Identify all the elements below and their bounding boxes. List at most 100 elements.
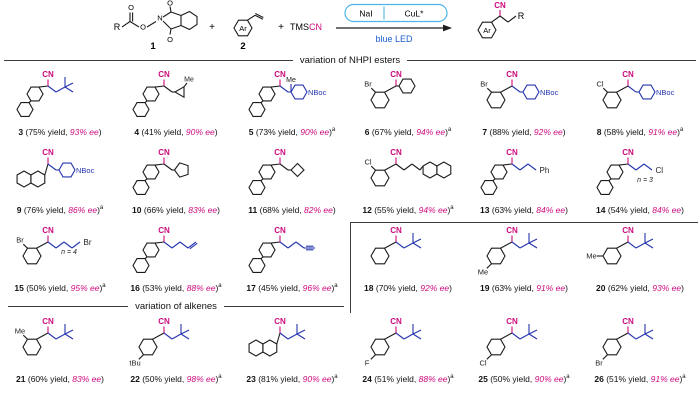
compound-caption: 26 (51% yield, 91% ee)a xyxy=(582,374,698,384)
compound-structure: CN xyxy=(16,70,74,117)
yield-text: (70% yield, xyxy=(373,283,421,293)
compound-caption: 25 (50% yield, 90% ee)a xyxy=(466,374,582,384)
compound-caption: 7 (88% yield, 92% ee) xyxy=(466,127,582,137)
svg-text:CN: CN xyxy=(274,70,286,79)
svg-text:CN: CN xyxy=(390,70,402,79)
yield-text: (41% yield, xyxy=(139,127,186,137)
yield-text: (75% yield, xyxy=(23,127,70,137)
divider-line xyxy=(407,59,697,61)
ee-text: 96% ee xyxy=(302,283,332,293)
footnote-marker: a xyxy=(447,127,452,134)
compound-structure: CN xyxy=(248,226,315,273)
ee-text: 84% ee xyxy=(536,205,566,215)
svg-text:Cl: Cl xyxy=(479,359,486,368)
ee-text: 93% ee xyxy=(69,127,99,137)
compound-number: 11 xyxy=(248,205,258,215)
svg-text:F: F xyxy=(365,359,370,368)
compound-2-label: 2 xyxy=(240,41,245,52)
close-paren: ) xyxy=(563,374,567,384)
compound-grid: variation of alkenes CN 3 (75% yield, 93… xyxy=(2,66,698,398)
close-paren: ) xyxy=(331,374,335,384)
close-paren: ) xyxy=(214,127,218,137)
svg-text:CN: CN xyxy=(158,317,170,326)
imide-oxygen-bottom-label: O xyxy=(167,35,173,44)
compound-number: 5 xyxy=(248,127,254,137)
product-structure: Ar CN R xyxy=(477,1,525,39)
ee-text: 93% ee xyxy=(652,283,682,293)
ee-text: 82% ee xyxy=(304,205,333,215)
plus-sign: + xyxy=(209,22,215,33)
compound-caption: 5 (73% yield, 90% ee)a xyxy=(234,127,350,137)
divider-line xyxy=(223,306,345,307)
compound-number: 18 xyxy=(364,283,374,293)
nhpi-ester-structure: R O O N O O 1 xyxy=(114,0,198,52)
compound-caption: 23 (81% yield, 90% ee)a xyxy=(234,374,350,384)
close-paren: ) xyxy=(562,127,566,137)
svg-text:Br: Br xyxy=(480,80,488,89)
svg-text:CN: CN xyxy=(622,70,634,79)
svg-text:CN: CN xyxy=(506,226,518,235)
ee-text: 90% ee xyxy=(185,127,215,137)
compound-caption: 12 (55% yield, 94% ee)a xyxy=(350,205,466,215)
svg-text:Me: Me xyxy=(586,252,596,261)
footnote-marker: a xyxy=(566,374,570,381)
compound-caption: 8 (58% yield, 91% ee)a xyxy=(582,127,698,137)
section-title: variation of alkenes xyxy=(135,301,217,312)
svg-text:CN: CN xyxy=(158,226,170,235)
tmscn-label: TMSCN xyxy=(290,22,322,32)
close-paren: ) xyxy=(331,283,335,293)
compound-caption: 10 (66% yield, 83% ee) xyxy=(118,205,234,215)
yield-text: (58% yield, xyxy=(601,127,649,137)
yield-text: (53% yield, xyxy=(139,283,187,293)
ester-oxygen-label: O xyxy=(140,23,146,32)
yield-text: (62% yield, xyxy=(605,283,653,293)
nai-label: NaI xyxy=(359,9,372,19)
footnote-marker: a xyxy=(102,283,106,290)
compound-caption: 4 (41% yield, 90% ee) xyxy=(118,127,234,137)
yield-text: (51% yield, xyxy=(371,374,419,384)
yield-text: (63% yield, xyxy=(489,283,537,293)
blue-led-label: blue LED xyxy=(375,34,413,44)
close-paren: ) xyxy=(679,374,683,384)
catalyst-box xyxy=(344,3,448,23)
footnote-marker: a xyxy=(334,283,338,290)
compound-number: 23 xyxy=(246,374,256,384)
svg-text:CN: CN xyxy=(42,226,54,235)
yield-text: (50% yield, xyxy=(139,374,187,384)
svg-text:CN: CN xyxy=(622,148,634,157)
compound-caption: 24 (51% yield, 88% ee)a xyxy=(350,374,466,384)
svg-text:CN: CN xyxy=(390,226,402,235)
yield-text: (50% yield, xyxy=(487,374,535,384)
compound-number: 15 xyxy=(14,283,24,293)
ee-text: 91% ee xyxy=(650,374,680,384)
compound-structure: CN xyxy=(132,148,189,195)
footnote-marker: a xyxy=(99,205,104,212)
close-paren: ) xyxy=(449,283,452,293)
plus-sign-2: + xyxy=(278,22,284,33)
ee-text: 84% ee xyxy=(652,205,682,215)
ee-text: 92% ee xyxy=(533,127,563,137)
compound-structure: CN xyxy=(248,317,306,357)
ee-text: 83% ee xyxy=(72,374,102,384)
svg-text:CN: CN xyxy=(274,317,286,326)
yield-text: (66% yield, xyxy=(141,205,189,215)
svg-text:CN: CN xyxy=(158,70,170,79)
svg-text:Cl: Cl xyxy=(656,166,664,175)
ee-text: 83% ee xyxy=(188,205,218,215)
